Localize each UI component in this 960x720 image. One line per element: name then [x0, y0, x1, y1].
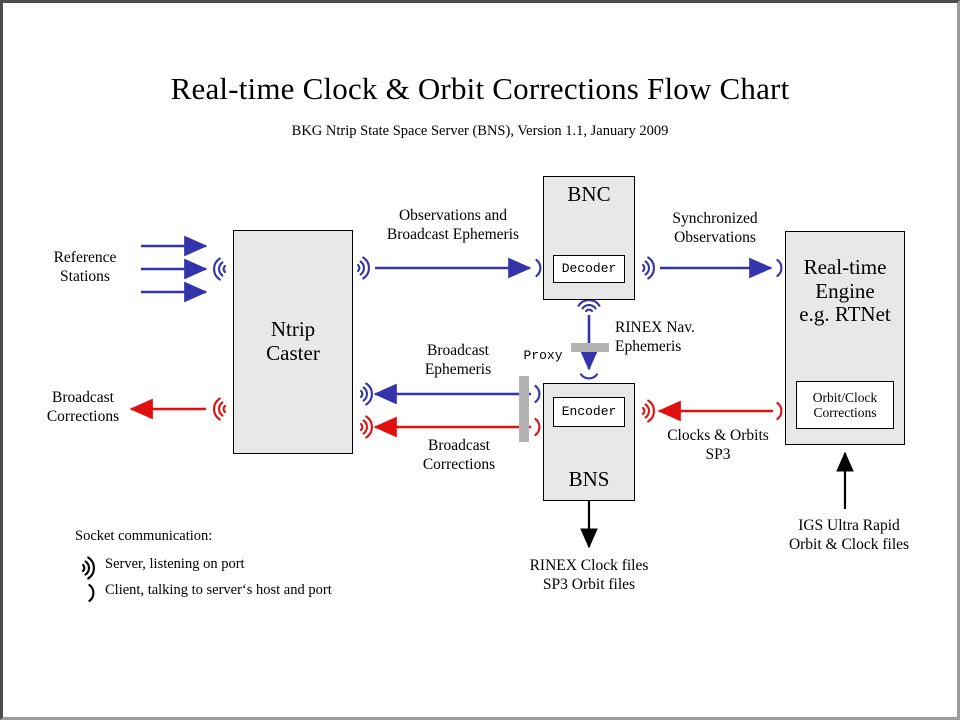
label-rinex-nav-line2: Ephemeris [615, 337, 682, 355]
flow-bns-to-caster-broadcast-corrections [359, 415, 541, 439]
flow-caster-to-bnc-observations [356, 256, 542, 280]
bnc-decoder-box[interactable]: Decoder [553, 255, 625, 283]
ntrip-caster-title-line1: Ntrip [270, 317, 316, 342]
flow-reference-stations-to-caster [141, 235, 227, 303]
label-broadcast-ephemeris: Broadcast Ephemeris [383, 342, 533, 380]
label-broadcast-corrections-output: Broadcast Corrections [21, 389, 145, 427]
flow-bnc-to-bns-rinex-nav [571, 299, 609, 380]
engine-title-line2: Engine [815, 278, 875, 303]
ntrip-caster-title-line2: Caster [266, 341, 320, 365]
label-broadcast-corrections-output-line1: Broadcast [52, 389, 114, 406]
label-obs-be-line1: Observations and [398, 207, 508, 224]
label-igs-line1: IGS Ultra Rapid [798, 517, 900, 534]
label-rinex-nav-line1: RINEX Nav. [615, 319, 695, 336]
page-subtitle: BKG Ntrip State Space Server (BNS), Vers… [291, 123, 669, 139]
label-clocks-orbits-sp3: Clocks & Orbits SP3 [643, 427, 793, 465]
label-rinex-output-files: RINEX Clock files SP3 Orbit files [491, 557, 687, 595]
flow-caster-to-broadcast-corrections [129, 397, 227, 421]
legend-item-client: Client, talking to server‘s host and por… [75, 578, 405, 604]
bns-encoder-box[interactable]: Encoder [553, 397, 625, 427]
label-broadcast-corrections-output-line2: Corrections [46, 407, 120, 425]
flow-bns-to-caster-broadcast-ephemeris [359, 382, 541, 406]
proxy-bar-horizontal [571, 343, 609, 352]
legend-item-server-label: Server, listening on port [105, 556, 245, 573]
label-proxy: Proxy [523, 348, 563, 363]
client-paren-icon [534, 417, 541, 437]
orbit-clock-line2: Corrections [813, 405, 877, 420]
flow-bnc-to-engine-sync-observations [641, 256, 783, 280]
label-reference-stations-line1: Reference [53, 249, 117, 266]
engine-title-line3: e.g. RTNet [799, 302, 891, 327]
server-signal-icon [356, 256, 370, 280]
label-broadcast-ephemeris-line1: Broadcast [427, 342, 489, 359]
flow-engine-to-bns-clocks-orbits [641, 399, 783, 423]
label-igs-line2: Orbit & Clock files [788, 535, 910, 553]
client-paren-icon [535, 258, 542, 278]
page-title: Real-time Clock & Orbit Corrections Flow… [170, 71, 790, 106]
label-rinex-nav-ephemeris: RINEX Nav. Ephemeris [615, 319, 733, 357]
legend-item-server: Server, listening on port [75, 552, 405, 578]
label-broadcast-corrections-mid-line1: Broadcast [428, 437, 490, 454]
label-synchronized-observations: Synchronized Observations [643, 210, 787, 248]
server-signal-icon [641, 256, 655, 280]
server-signal-icon [641, 399, 655, 423]
label-broadcast-corrections-mid-line2: Corrections [422, 455, 496, 473]
client-paren-icon [776, 258, 783, 278]
label-reference-stations: Reference Stations [25, 249, 145, 287]
label-observations-and-broadcast-ephemeris: Observations and Broadcast Ephemeris [355, 207, 551, 245]
label-rinex-output-line2: SP3 Orbit files [542, 575, 636, 593]
label-clocks-orbits-line1: Clocks & Orbits [667, 427, 769, 444]
label-synchronized-observations-line1: Synchronized [672, 210, 758, 227]
server-signal-icon [359, 382, 373, 406]
orbit-clock-line1: Orbit/Clock [812, 389, 878, 405]
bns-title: BNS [568, 467, 610, 492]
label-obs-be-line2: Broadcast Ephemeris [386, 225, 520, 243]
legend-item-client-label: Client, talking to server‘s host and por… [105, 582, 332, 599]
label-clocks-orbits-line2: SP3 [705, 445, 731, 463]
server-signal-icon [213, 397, 227, 421]
label-igs-ultra-rapid: IGS Ultra Rapid Orbit & Clock files [759, 517, 939, 555]
node-ntrip-caster[interactable]: Ntrip Caster [233, 230, 353, 454]
label-rinex-output-line1: RINEX Clock files [529, 557, 649, 574]
proxy-bar-vertical [519, 376, 529, 442]
client-paren-icon [776, 401, 783, 421]
label-synchronized-observations-line2: Observations [674, 228, 756, 246]
legend: Socket communication: Server, listening … [75, 529, 405, 604]
server-signal-icon [577, 299, 601, 313]
label-reference-stations-line2: Stations [60, 267, 110, 285]
server-signal-icon [213, 257, 227, 281]
bnc-title: BNC [567, 182, 611, 206]
server-signal-icon [359, 415, 373, 439]
label-broadcast-corrections-mid: Broadcast Corrections [383, 437, 535, 475]
label-broadcast-ephemeris-line2: Ephemeris [424, 360, 492, 378]
engine-title-line1: Real-time [803, 255, 887, 279]
engine-orbit-clock-corrections-box[interactable]: Orbit/Clock Corrections [796, 381, 894, 429]
client-paren-icon [579, 373, 599, 380]
legend-title: Socket communication: [75, 528, 213, 544]
client-paren-icon [534, 384, 541, 404]
